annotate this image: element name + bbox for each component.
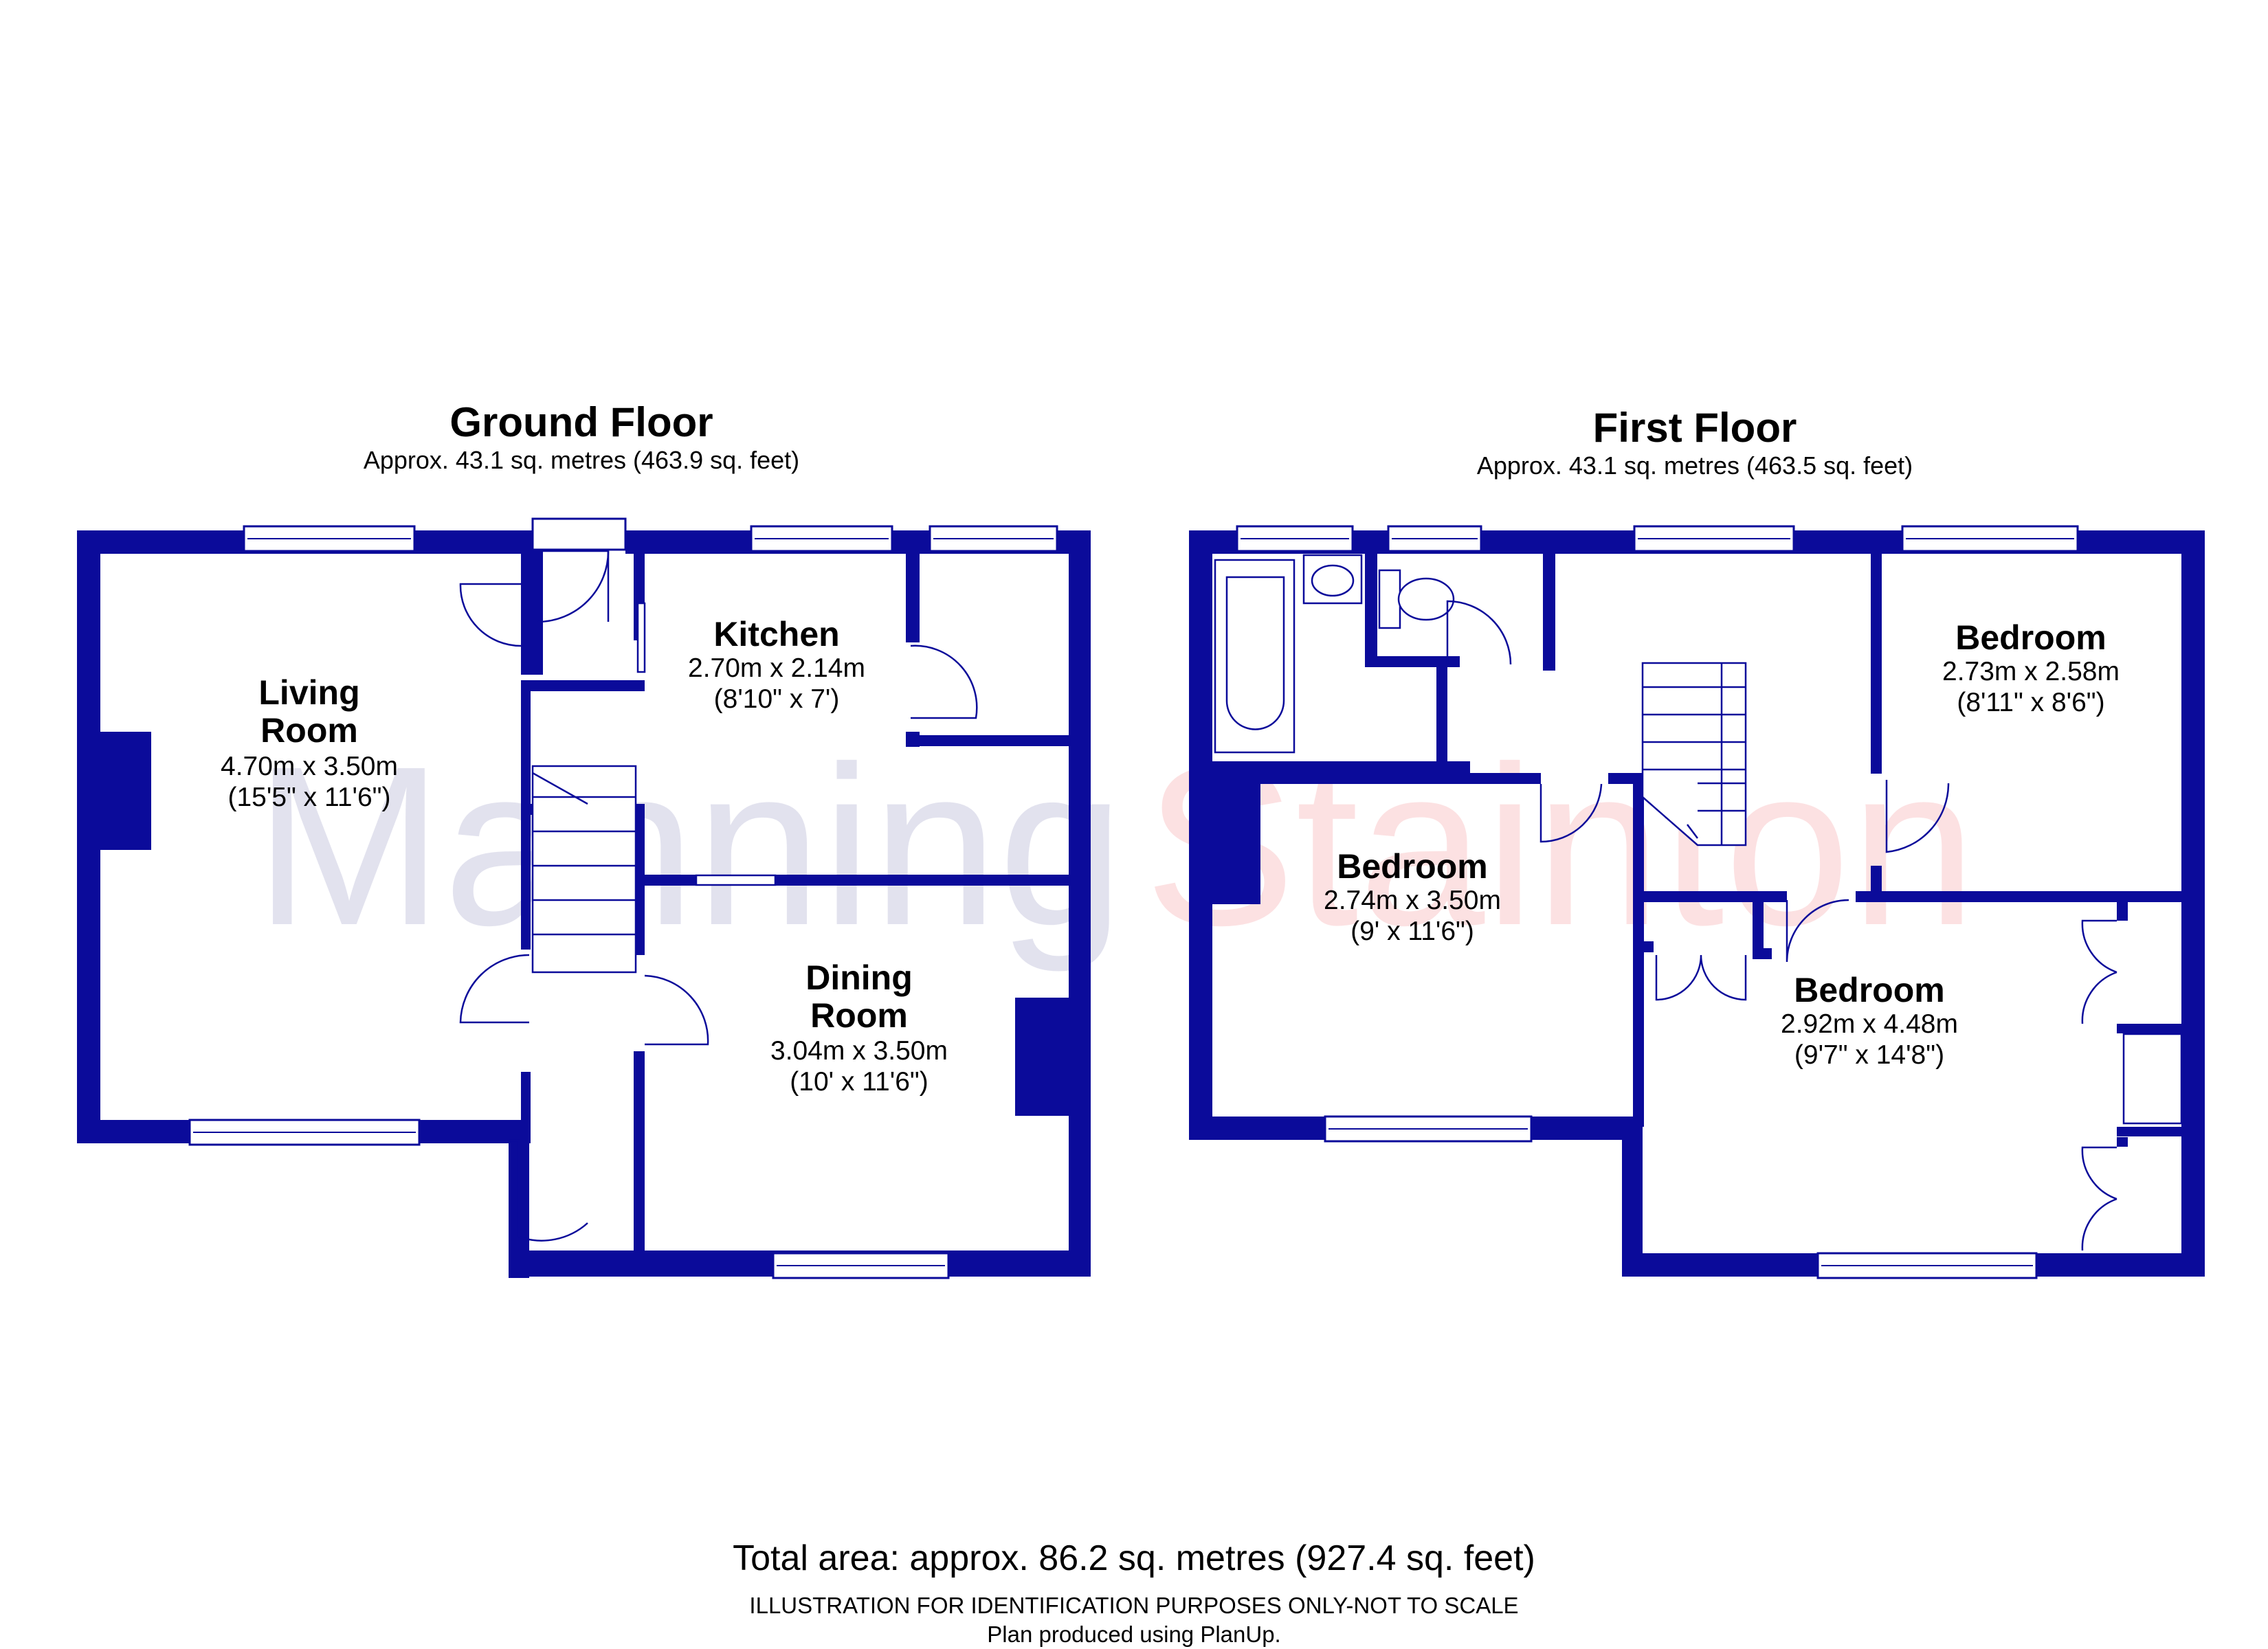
bedroom-2-label: Bedroom [1337, 847, 1487, 886]
living-room-imperial: (15'5" x 11'6") [228, 783, 391, 812]
bedroom-1-metric: 2.73m x 2.58m [1942, 657, 2120, 686]
living-room-label-2: Room [260, 711, 358, 750]
disclaimer: ILLUSTRATION FOR IDENTIFICATION PURPOSES… [749, 1593, 1518, 1618]
bedroom-2-imperial: (9' x 11'6") [1350, 917, 1474, 946]
first-floor-area: Approx. 43.1 sq. metres (463.5 sq. feet) [1477, 451, 1913, 480]
bedroom-3-imperial: (9'7" x 14'8") [1794, 1040, 1944, 1070]
living-room-metric: 4.70m x 3.50m [221, 752, 398, 781]
kitchen-label: Kitchen [713, 615, 839, 653]
credit: Plan produced using PlanUp. [987, 1622, 1280, 1647]
dining-room-label-2: Room [810, 996, 908, 1035]
dining-room-imperial: (10' x 11'6") [790, 1067, 928, 1097]
dining-room-label: Dining [805, 958, 913, 997]
watermark-stainton: Stainton [1144, 719, 1977, 972]
bedroom-3-metric: 2.92m x 4.48m [1781, 1009, 1958, 1039]
ground-floor-title: Ground Floor [449, 399, 713, 445]
watermark: Manning Stainton [254, 719, 1977, 974]
bedroom-1-label: Bedroom [1955, 618, 2106, 657]
total-area: Total area: approx. 86.2 sq. metres (927… [733, 1538, 1535, 1578]
kitchen-imperial: (8'10" x 7') [714, 684, 840, 714]
living-room-label: Living [258, 673, 359, 712]
first-floor-title: First Floor [1593, 405, 1797, 451]
bedroom-3-label: Bedroom [1794, 971, 1944, 1009]
watermark-manning: Manning [254, 719, 1124, 974]
kitchen-metric: 2.70m x 2.14m [688, 653, 865, 683]
ground-floor-area: Approx. 43.1 sq. metres (463.9 sq. feet) [364, 446, 799, 474]
first-floor-plan [1189, 525, 2205, 1279]
bedroom-2-metric: 2.74m x 3.50m [1324, 886, 1501, 915]
bedroom-1-imperial: (8'11" x 8'6") [1957, 688, 2104, 717]
dining-room-metric: 3.04m x 3.50m [770, 1036, 948, 1066]
ground-floor-plan [77, 517, 1091, 1279]
